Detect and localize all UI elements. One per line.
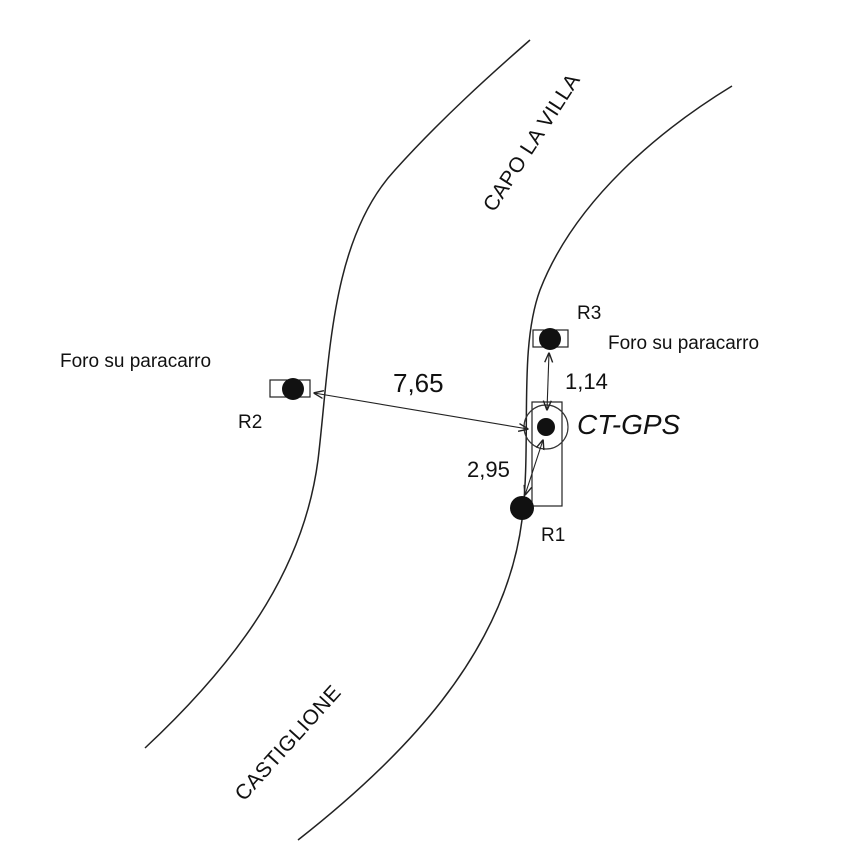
- r2-marker: [282, 378, 304, 400]
- road-edge-west: [144, 39, 531, 749]
- distance-line-r2-station: [314, 393, 528, 429]
- station-marker: [537, 418, 555, 436]
- r3-marker: [539, 328, 561, 350]
- station-ct-gps: [523, 401, 569, 507]
- distance-r2-station: 7,65: [393, 368, 444, 398]
- road-name-north: CAPO LA VILLA: [479, 69, 585, 215]
- distance-line-r1-station: [525, 440, 543, 495]
- distance-r1-station: 2,95: [467, 457, 510, 482]
- road-name-south: CASTIGLIONE: [231, 681, 346, 805]
- road-edge-east: [297, 85, 733, 841]
- station-label: CT-GPS: [577, 409, 681, 440]
- distance-line-r3-station: [547, 353, 549, 410]
- r3-label: R3: [577, 303, 601, 324]
- benchmark-r3: [532, 328, 569, 350]
- r3-note: Foro su paracarro: [608, 333, 759, 354]
- station-outline: [531, 401, 563, 507]
- r2-note: Foro su paracarro: [60, 351, 211, 372]
- distance-r3-station: 1,14: [565, 369, 608, 394]
- r1-marker: [510, 496, 534, 520]
- r2-label: R2: [238, 412, 262, 433]
- benchmark-r2: [269, 378, 311, 400]
- r1-label: R1: [541, 525, 565, 546]
